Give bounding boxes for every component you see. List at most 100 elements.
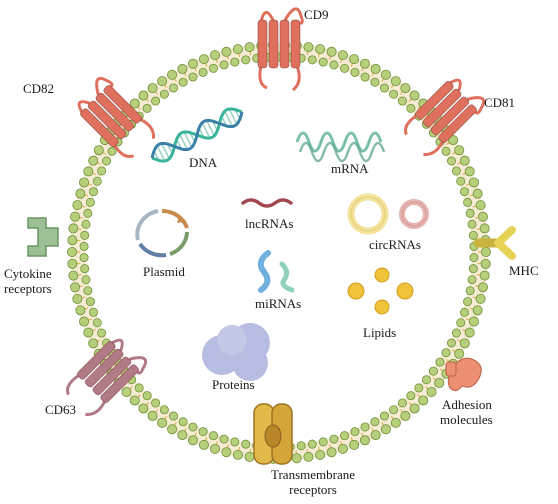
mrna-icon xyxy=(295,131,386,163)
lipid-head xyxy=(479,223,490,234)
lipid-head xyxy=(72,200,83,211)
lipid-head xyxy=(230,437,240,447)
lipid-head xyxy=(456,176,466,186)
lipid-head xyxy=(169,83,179,93)
lipid-head xyxy=(475,200,486,211)
lipid-head xyxy=(188,72,198,82)
lipid-head xyxy=(121,386,132,397)
lipid-head xyxy=(397,398,407,408)
base-pair xyxy=(228,108,238,125)
lipid-head xyxy=(337,443,348,454)
lipid-head xyxy=(459,187,469,197)
lipid-head xyxy=(81,275,91,285)
lipid-head xyxy=(138,403,149,414)
extracellular-loop xyxy=(283,7,304,25)
mhc-label: MHC xyxy=(509,263,539,278)
lipid-head xyxy=(303,451,314,462)
intracellular-tail xyxy=(423,139,445,157)
cytokine-receptors-line-2: receptors xyxy=(4,280,52,296)
lipid-head xyxy=(129,98,140,109)
cd9-tetraspanin-icon xyxy=(257,7,304,92)
lipid-head xyxy=(350,427,360,437)
base-pair xyxy=(201,122,211,139)
lipid-head xyxy=(469,253,479,263)
lipid-head xyxy=(142,391,152,401)
lipid-head xyxy=(472,305,483,316)
lipid-head xyxy=(428,366,438,376)
lipid-head xyxy=(435,357,445,367)
lipid-head xyxy=(379,411,389,421)
lipid-head xyxy=(464,166,475,177)
lipid-head xyxy=(157,76,168,87)
lipid-head xyxy=(380,424,391,435)
intracellular-tail xyxy=(258,65,268,90)
inner-lipid-heads xyxy=(79,52,479,452)
lipid-head xyxy=(421,375,431,385)
lipid-head xyxy=(451,328,461,338)
lipid-head xyxy=(80,264,90,274)
lipid-head xyxy=(93,145,104,156)
lipid-head xyxy=(75,188,86,199)
lipid-head xyxy=(451,166,461,176)
circrnas-label: circRNAs xyxy=(369,237,421,252)
adhesion-molecules-label: Adhesion molecules xyxy=(440,397,493,428)
lipid-head xyxy=(479,270,490,281)
transmembrane-receptors-label: Transmembrane receptors xyxy=(270,467,356,498)
lipid-head xyxy=(80,230,90,240)
adhesion-molecules-line-1: Adhesion xyxy=(442,397,492,412)
lipid-head xyxy=(142,103,152,113)
lipid-head xyxy=(232,44,243,55)
lipid-head xyxy=(340,431,350,441)
cd82-label: CD82 xyxy=(23,81,55,96)
transmembrane-receptors-line-1: Transmembrane xyxy=(270,467,356,482)
transmembrane-helix xyxy=(415,81,454,120)
lipid-head xyxy=(446,338,456,348)
lipid-head xyxy=(178,417,188,427)
intracellular-tail xyxy=(404,113,419,136)
lipid-head xyxy=(75,305,86,316)
lipid-head xyxy=(159,405,169,415)
transmembrane-helix xyxy=(290,19,301,69)
transmembrane-helix xyxy=(80,108,119,147)
lipid-head xyxy=(188,422,198,432)
lipid-head xyxy=(188,435,199,446)
extracellular-loop xyxy=(448,78,462,92)
lipid-head xyxy=(315,44,326,55)
lipid-head xyxy=(397,96,407,106)
lipid-head xyxy=(68,223,79,234)
lipid-head xyxy=(318,437,328,447)
lipid-head xyxy=(303,42,314,53)
lipid-head xyxy=(454,348,465,359)
lipid-head xyxy=(359,435,370,446)
lipid-head xyxy=(448,135,459,146)
transmembrane-helix xyxy=(84,348,124,388)
lipid-head xyxy=(480,258,491,269)
cd82-tetraspanin-icon xyxy=(77,76,156,158)
lipid-head xyxy=(67,246,78,257)
lipid-head xyxy=(167,424,178,435)
lipid-head xyxy=(337,50,348,61)
lipid-head xyxy=(147,410,158,421)
mirnas-label: miRNAs xyxy=(255,296,302,311)
lipid-head xyxy=(83,327,94,338)
lipid-head xyxy=(414,383,424,393)
lipid-head xyxy=(167,69,178,80)
lipid-head xyxy=(349,439,360,450)
lipid-icon xyxy=(347,267,414,315)
lipid-head xyxy=(198,54,209,65)
base-pair xyxy=(160,143,171,160)
lipid-head xyxy=(456,318,466,328)
extracellular-loop xyxy=(259,11,275,23)
intracellular-tail xyxy=(112,143,135,158)
lipid-head xyxy=(468,264,478,274)
base-pair xyxy=(178,133,189,150)
lipid-head xyxy=(221,447,232,458)
intracellular-tail xyxy=(66,373,81,396)
transmembrane-helix xyxy=(279,19,290,69)
lipid-head xyxy=(315,449,326,460)
lipid-head xyxy=(92,176,102,186)
lipid-head xyxy=(79,241,89,251)
lipid-head xyxy=(85,197,95,207)
lipid-head xyxy=(472,188,483,199)
lipid-head xyxy=(477,282,488,293)
